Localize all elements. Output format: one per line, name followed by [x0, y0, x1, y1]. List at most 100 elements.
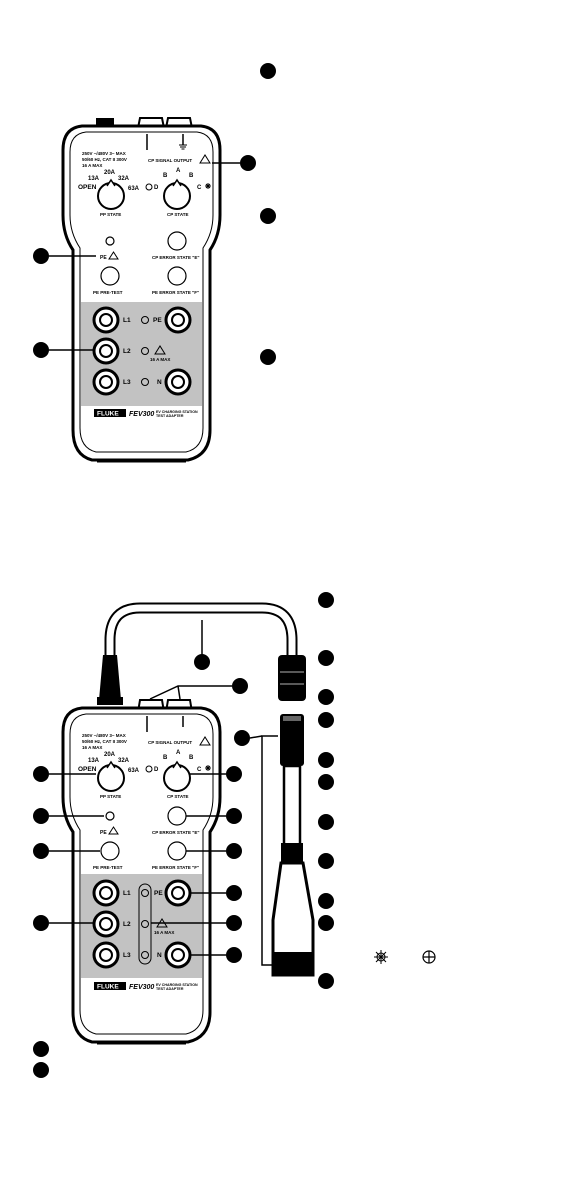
pe-pre-test-button-b[interactable]	[100, 841, 120, 861]
pe-error-f-label-b: PE ERROR STATE "F"	[152, 865, 199, 870]
callout-cp-error	[226, 808, 242, 824]
pp-option-63a-b: 63A	[128, 768, 140, 774]
spec-line3-b: 16 A MAX	[82, 745, 102, 750]
cp-state-knob-b[interactable]	[163, 764, 191, 792]
callout-right-5	[318, 752, 334, 768]
callout-top-right-2	[260, 208, 276, 224]
jack-pe-label-b: PE	[154, 890, 163, 897]
callout-right-2	[318, 650, 334, 666]
callout-cp-state	[226, 766, 242, 782]
plus-circle-icon	[145, 183, 153, 191]
callout-right-6	[318, 774, 334, 790]
pp-option-32a: 32A	[118, 176, 130, 182]
callout-jack-pe	[226, 885, 242, 901]
callout-bottom-1	[33, 1041, 49, 1057]
jack-l2-socket	[99, 344, 113, 358]
pp-state-knob-b[interactable]	[97, 764, 125, 792]
jack-l2-label-b: L2	[123, 921, 131, 928]
pp-knob-pointer-b	[106, 760, 116, 769]
jack-l3-socket-b	[99, 948, 113, 962]
top-callouts	[33, 63, 276, 365]
cp-signal-output-label: CP SIGNAL OUTPUT	[148, 158, 192, 163]
callout-top-right-3	[260, 349, 276, 365]
jack-l1-socket	[99, 313, 113, 327]
jack-n-label-b: N	[157, 952, 162, 959]
pp-state-knob[interactable]	[97, 182, 125, 210]
jack-l2-socket-b	[99, 917, 113, 931]
callout-cable	[194, 654, 210, 670]
spec-line2-b: 50/60 Hz, CAT II 300V	[82, 739, 127, 744]
callout-top-right-1	[260, 63, 276, 79]
bottom-callouts	[33, 592, 436, 1078]
top-device-inner-outline	[69, 131, 214, 453]
cp-state-label-b: CP STATE	[167, 794, 189, 799]
led-l2	[141, 347, 149, 355]
pe-error-f-button-b[interactable]	[167, 841, 187, 861]
pp-option-63a: 63A	[128, 186, 140, 192]
ground-symbol	[179, 138, 187, 150]
spec-line1-b: 250V ~/480V 3~ MAX	[82, 733, 126, 738]
leader-bracket	[249, 735, 263, 739]
callout-pp-state	[33, 766, 49, 782]
sun-icon-legend	[374, 950, 388, 964]
fluke-logo	[94, 409, 126, 417]
callout-right-3	[318, 689, 334, 705]
jack-l1-socket-b	[99, 886, 113, 900]
callout-edge-connectors	[232, 678, 248, 694]
cp-option-c: C	[197, 185, 202, 191]
strain-relief	[99, 655, 121, 700]
led-l1	[141, 316, 149, 324]
callout-right-9	[318, 893, 334, 909]
jack-l3-label-b: L3	[123, 952, 131, 959]
cp-signal-output-label-b: CP SIGNAL OUTPUT	[148, 740, 192, 745]
cp-option-b-left-b: B	[163, 755, 168, 761]
plus-circle-icon-legend	[422, 950, 436, 964]
pp-option-13a-b: 13A	[88, 758, 100, 764]
cp-error-e-button-b[interactable]	[167, 806, 187, 826]
cp-option-c-b: C	[197, 767, 202, 773]
pe-pre-test-button[interactable]	[100, 266, 120, 286]
callout-right-1	[318, 592, 334, 608]
model-name-b: FEV300	[129, 984, 154, 991]
cp-knob-pointer	[172, 178, 182, 187]
callout-right-7	[318, 814, 334, 830]
plug-collar	[281, 843, 303, 863]
pe-error-f-button[interactable]	[167, 266, 187, 286]
cp-state-label: CP STATE	[167, 212, 189, 217]
bottom-device-inner-outline	[69, 713, 214, 1035]
jack-pe-socket	[171, 313, 185, 327]
model-desc2-b: TEST ADAPTER	[156, 987, 184, 991]
model-desc2: TEST ADAPTER	[156, 414, 184, 418]
cable-inner	[106, 604, 296, 660]
pe-pre-test-label: PE PRE-TEST	[93, 290, 123, 295]
plug-tip	[273, 952, 313, 976]
cp-error-e-button[interactable]	[167, 231, 187, 251]
fluke-logo-text: FLUKE	[97, 411, 119, 418]
callout-pe-pre-test	[33, 843, 49, 859]
pe-warning-icon-b	[108, 826, 119, 835]
jack-l1-label: L1	[123, 317, 131, 324]
model-desc1-b: EV CHARGING STATION	[156, 983, 198, 987]
callout-jacks-b	[33, 915, 49, 931]
warning-icon	[199, 154, 211, 164]
callout-pe-led	[33, 808, 49, 824]
callout-right-10	[318, 915, 334, 931]
pe-label: PE	[100, 255, 107, 261]
callout-bottom-2	[33, 1062, 49, 1078]
bottom-device: 250V ~/480V 3~ MAX 50/60 Hz, CAT II 300V…	[61, 602, 315, 1045]
cp-option-d-b: D	[154, 767, 159, 773]
pe-label-b: PE	[100, 830, 107, 836]
cp-option-d: D	[154, 185, 159, 191]
model-name: FEV300	[129, 411, 154, 418]
spec-line2: 50/60 Hz, CAT II 300V	[82, 157, 127, 162]
top-device: 250V ~/480V 3~ MAX 50/60 Hz, CAT II 300V…	[61, 117, 222, 463]
current-max-label: 16 A MAX	[150, 357, 170, 362]
jack-pe-label: PE	[153, 317, 162, 324]
callout-right-4	[318, 712, 334, 728]
cp-error-e-label-b: CP ERROR STATE "E"	[152, 830, 200, 835]
cp-state-knob[interactable]	[163, 182, 191, 210]
callout-cp-signal	[240, 155, 256, 171]
pp-state-label: PP STATE	[100, 212, 121, 217]
callout-jack-n	[226, 947, 242, 963]
leader-edge-connectors	[149, 685, 232, 700]
